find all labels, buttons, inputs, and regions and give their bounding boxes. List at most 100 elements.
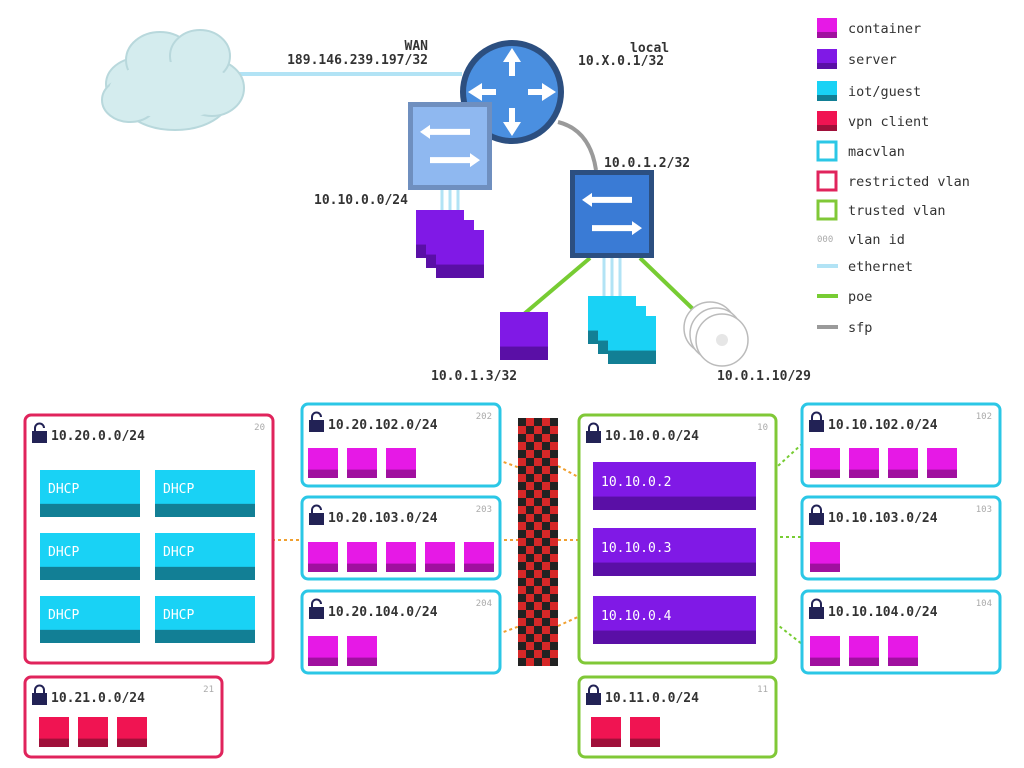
firewall-cell [526, 650, 534, 658]
switch-left-face [413, 107, 487, 185]
legend-item-iot-guest: iot/guest [817, 81, 921, 101]
vlan-102-panel-lock-icon [809, 411, 824, 432]
firewall-cell [550, 506, 558, 514]
firewall-cell [550, 530, 558, 538]
vpn-client-2-face [78, 717, 108, 739]
firewall-cell [542, 530, 550, 538]
vlan-link-10-104 [755, 607, 803, 645]
firewall-cell [542, 474, 550, 482]
firewall-cell [518, 522, 526, 530]
firewall-cell [518, 554, 526, 562]
firewall-cell [526, 490, 534, 498]
host-10-1 [593, 462, 756, 510]
container-203-4 [425, 542, 455, 572]
firewall-cell [518, 626, 526, 634]
firewall-cell [526, 530, 534, 538]
legend-label: sfp [848, 320, 872, 336]
vlan-11-panel-lock-icon [586, 684, 601, 705]
lock-body [809, 420, 824, 432]
firewall-cell [526, 658, 534, 666]
vlan-20-panel-vlan-id: 20 [254, 423, 265, 433]
lock-body [309, 420, 324, 432]
firewall-cell [518, 634, 526, 642]
firewall-cell [550, 514, 558, 522]
firewall-cell [526, 634, 534, 642]
container-203-5 [464, 542, 494, 572]
container-203-1 [308, 542, 338, 572]
firewall-cell [534, 578, 542, 586]
host-10-3 [593, 596, 756, 644]
firewall-cell [526, 586, 534, 594]
host-10-label-1: 10.10.0.2 [601, 475, 671, 490]
firewall-cell [518, 490, 526, 498]
firewall-cell [518, 618, 526, 626]
lock-shackle [811, 598, 822, 608]
right-switch-ip: 10.0.1.2/32 [604, 156, 690, 171]
firewall-cell [542, 578, 550, 586]
vlan-20-panel-lock-icon [32, 422, 47, 443]
firewall-cell [542, 514, 550, 522]
vlan-link-204-fw [497, 625, 521, 635]
container-203-5-face [464, 542, 494, 564]
host-10-label-2: 10.10.0.3 [601, 541, 671, 556]
vlan-103-panel-border [800, 495, 1002, 581]
switch-right-arrow-left [582, 192, 632, 207]
firewall-cell [542, 442, 550, 450]
firewall-cell [518, 458, 526, 466]
firewall-cell [542, 450, 550, 458]
legend-swatch [817, 18, 837, 32]
firewall-cell [534, 466, 542, 474]
firewall-cell [550, 626, 558, 634]
firewall-cell [526, 642, 534, 650]
firewall-cell [542, 522, 550, 530]
firewall-cell [526, 570, 534, 578]
firewall-cell [526, 610, 534, 618]
lock-shackle [34, 684, 45, 694]
legend-item-container: container [817, 18, 921, 38]
vlan-103-panel-lock-icon [809, 504, 824, 525]
firewall-cell [518, 546, 526, 554]
firewall-cell [518, 570, 526, 578]
dhcp-host-5 [40, 596, 140, 643]
firewall-cell [550, 570, 558, 578]
dhcp-host-2-face [155, 470, 255, 504]
container-202-1 [308, 448, 338, 478]
firewall-cell [534, 538, 542, 546]
cloud-icon [101, 29, 245, 131]
legend-swatch [817, 81, 837, 95]
legend-item-poe: poe [817, 289, 872, 305]
poe-link-ap [638, 256, 698, 314]
firewall-cell [526, 426, 534, 434]
vlan-link-10-102 [755, 443, 803, 487]
container-103-1-face [810, 542, 840, 564]
dhcp-host-2 [155, 470, 255, 517]
vlan-10-panel-net: 10.10.0.0/24 [605, 429, 699, 444]
firewall-cell [550, 650, 558, 658]
firewall-cell [534, 418, 542, 426]
lock-body [586, 431, 601, 443]
vlan-21-panel-net: 10.21.0.0/24 [51, 691, 145, 706]
lock-body [32, 693, 47, 705]
legend-swatch-outline [816, 140, 838, 162]
firewall-cell [526, 562, 534, 570]
legend-label: macvlan [848, 144, 905, 160]
container-202-1-face [308, 448, 338, 470]
legend-label: poe [848, 289, 872, 305]
host-10-3-face [593, 596, 756, 631]
legend-label: trusted vlan [848, 203, 946, 219]
firewall-cell [550, 490, 558, 498]
ap-ip: 10.0.1.10/29 [717, 369, 811, 384]
container-203-4-face [425, 542, 455, 564]
firewall-cell [534, 554, 542, 562]
vlan-103-panel-vlan-id: 103 [976, 505, 992, 515]
legend-label: container [848, 21, 921, 37]
firewall-cell [534, 506, 542, 514]
firewall-cell [542, 594, 550, 602]
container-203-3 [386, 542, 416, 572]
switch-left-arrow-left [420, 124, 470, 139]
firewall-cell [542, 642, 550, 650]
